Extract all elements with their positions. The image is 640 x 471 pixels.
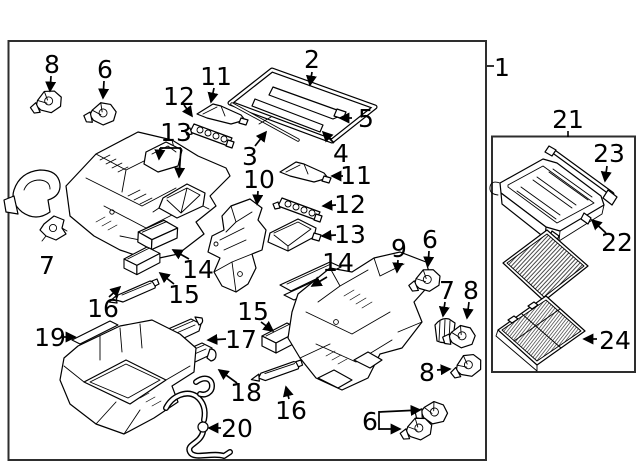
- callout-4[interactable]: 4: [333, 139, 349, 168]
- part-drain-hose-20: [163, 375, 233, 459]
- callout-16-right[interactable]: 16: [275, 396, 307, 425]
- part-tray-13-left: [152, 183, 210, 219]
- part-lower-left-case-19: [59, 319, 197, 435]
- sub-diagram-box: [491, 135, 636, 373]
- callout-13-left[interactable]: 13: [160, 118, 192, 147]
- callout-2[interactable]: 2: [304, 45, 320, 74]
- callout-6-bottom[interactable]: 6: [362, 407, 378, 436]
- callout-11-top[interactable]: 11: [200, 62, 232, 91]
- callout-19[interactable]: 19: [34, 323, 66, 352]
- part-filter-cover-22: [489, 158, 605, 243]
- callout-12-right[interactable]: 12: [334, 190, 366, 219]
- callout-17[interactable]: 17: [225, 325, 257, 354]
- callout-12-top[interactable]: 12: [163, 82, 195, 111]
- part-wing-11-right: [279, 161, 332, 184]
- callout-24[interactable]: 24: [599, 326, 631, 355]
- part-cabin-filter-pleated: [502, 229, 589, 302]
- part-actuator-8-mid: [447, 351, 485, 382]
- callout-10[interactable]: 10: [243, 165, 275, 194]
- part-strip-12-top: [184, 123, 235, 149]
- callout-21[interactable]: 21: [552, 105, 584, 134]
- callout-20[interactable]: 20: [221, 414, 253, 443]
- callout-9[interactable]: 9: [391, 234, 407, 263]
- callout-22[interactable]: 22: [601, 228, 633, 257]
- callout-18[interactable]: 18: [230, 378, 262, 407]
- callout-8-mid[interactable]: 8: [419, 358, 435, 387]
- callout-14-left[interactable]: 14: [182, 255, 214, 284]
- callout-1[interactable]: 1: [494, 53, 510, 82]
- callout-leaders: [45, 65, 612, 435]
- callout-16-left[interactable]: 16: [87, 294, 119, 323]
- callout-8-right[interactable]: 8: [463, 276, 479, 305]
- part-scroll-duct: [3, 169, 61, 218]
- part-rod-3: [230, 102, 300, 142]
- part-lower-right-case-9: [287, 251, 433, 391]
- part-cabin-filter-24: [495, 295, 586, 372]
- callout-8-top-left[interactable]: 8: [44, 50, 60, 79]
- part-frame-door-13-right: [267, 218, 322, 252]
- part-actuator-6-top-left: [82, 101, 118, 127]
- callout-6-top-left[interactable]: 6: [97, 55, 113, 84]
- main-diagram-box: [7, 40, 487, 461]
- part-cover-seal-23: [544, 145, 618, 206]
- callout-5[interactable]: 5: [358, 104, 374, 133]
- callout-14-right[interactable]: 14: [322, 248, 354, 277]
- callout-15-left[interactable]: 15: [168, 280, 200, 309]
- callout-23[interactable]: 23: [593, 139, 625, 168]
- callout-15-right[interactable]: 15: [237, 297, 269, 326]
- callout-3[interactable]: 3: [242, 142, 258, 171]
- part-strip-12-right: [272, 197, 323, 223]
- part-actuator-6-bottom-b: [398, 416, 434, 442]
- callout-13-right[interactable]: 13: [334, 220, 366, 249]
- part-center-case-10: [207, 198, 267, 293]
- callout-7-right[interactable]: 7: [439, 276, 455, 305]
- callout-7-left[interactable]: 7: [39, 251, 55, 280]
- part-seal-strip-4: [251, 98, 324, 133]
- part-upper-case: [65, 131, 231, 261]
- part-bracket-7-left: [39, 215, 68, 242]
- part-actuator-8-top-left: [27, 88, 64, 117]
- callout-6-right[interactable]: 6: [422, 225, 438, 254]
- callout-11-right[interactable]: 11: [340, 161, 372, 190]
